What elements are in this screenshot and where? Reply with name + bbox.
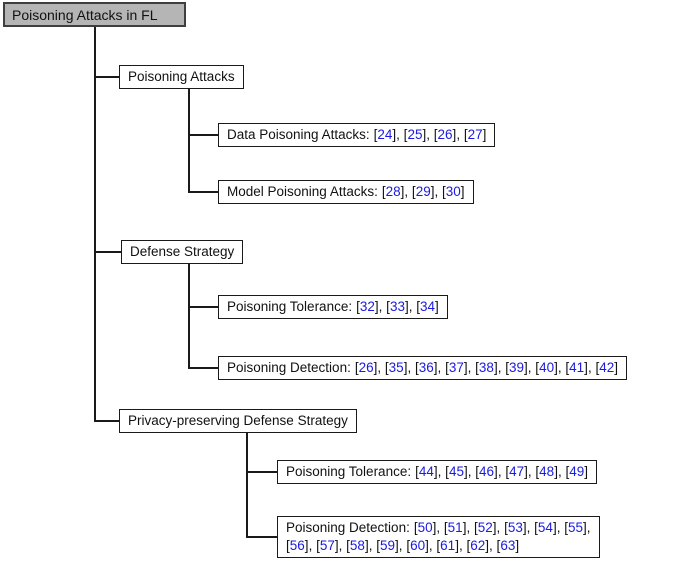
citation-ref[interactable]: 24 bbox=[377, 127, 393, 142]
citation-ref[interactable]: 58 bbox=[349, 538, 365, 553]
connector-tick-poisoning-tolerance-2 bbox=[246, 471, 277, 473]
branch-node-privacy-preserving-defense-strategy: Privacy-preserving Defense Strategy bbox=[119, 409, 357, 433]
connector-trunk bbox=[94, 27, 96, 422]
citation-ref[interactable]: 45 bbox=[448, 464, 464, 479]
connector-tick-poisoning-detection-1 bbox=[188, 367, 218, 369]
branch-label: Defense Strategy bbox=[130, 244, 235, 259]
root-node-poisoning-attacks-in-fl: Poisoning Attacks in FL bbox=[3, 2, 186, 27]
citation-ref[interactable]: 38 bbox=[478, 360, 494, 375]
citation-ref[interactable]: 48 bbox=[539, 464, 555, 479]
connector-tick-privacy-preserving bbox=[94, 420, 119, 422]
citation-ref[interactable]: 26 bbox=[358, 360, 374, 375]
citation-list: [50], [51], [52], [53], [54], [55], [56]… bbox=[286, 520, 591, 553]
connector-tick-data-poisoning bbox=[188, 134, 218, 136]
citation-ref[interactable]: 28 bbox=[385, 184, 401, 199]
root-label: Poisoning Attacks in FL bbox=[12, 7, 158, 23]
citation-list: [24], [25], [26], [27] bbox=[373, 127, 487, 142]
citation-ref[interactable]: 59 bbox=[380, 538, 396, 553]
citation-ref[interactable]: 33 bbox=[389, 299, 405, 314]
citation-ref[interactable]: 51 bbox=[447, 520, 463, 535]
connector-stem-poisoning-attacks bbox=[188, 88, 190, 193]
citation-list: [28], [29], [30] bbox=[381, 184, 465, 199]
leaf-label: Model Poisoning Attacks: bbox=[227, 184, 378, 199]
citation-ref[interactable]: 39 bbox=[508, 360, 525, 375]
citation-ref[interactable]: 57 bbox=[319, 538, 335, 553]
branch-node-poisoning-attacks: Poisoning Attacks bbox=[119, 65, 244, 89]
branch-node-defense-strategy: Defense Strategy bbox=[121, 240, 244, 264]
leaf-label: Poisoning Tolerance: bbox=[227, 299, 353, 314]
citation-ref[interactable]: 47 bbox=[509, 464, 525, 479]
citation-ref[interactable]: 26 bbox=[437, 127, 453, 142]
connector-tick-poisoning-detection-2 bbox=[246, 536, 277, 538]
citation-ref[interactable]: 60 bbox=[410, 538, 426, 553]
connector-tick-model-poisoning bbox=[188, 191, 218, 193]
citation-ref[interactable]: 55 bbox=[567, 520, 584, 535]
citation-ref[interactable]: 32 bbox=[359, 299, 375, 314]
citation-ref[interactable]: 27 bbox=[467, 127, 483, 142]
citation-ref[interactable]: 37 bbox=[448, 360, 464, 375]
citation-ref[interactable]: 30 bbox=[445, 184, 461, 199]
connector-tick-poisoning-attacks bbox=[94, 76, 120, 78]
leaf-node-poisoning-detection-defense: Poisoning Detection:[26], [35], [36], [3… bbox=[218, 356, 628, 380]
citation-ref[interactable]: 63 bbox=[500, 538, 516, 553]
leaf-label: Poisoning Detection: bbox=[286, 520, 410, 535]
citation-ref[interactable]: 36 bbox=[418, 360, 434, 375]
leaf-node-data-poisoning-attacks: Data Poisoning Attacks:[24], [25], [26],… bbox=[218, 123, 496, 147]
citation-ref[interactable]: 29 bbox=[415, 184, 431, 199]
citation-list: [44], [45], [46], [47], [48], [49] bbox=[415, 464, 589, 479]
connector-tick-defense-strategy bbox=[94, 251, 121, 253]
leaf-node-poisoning-tolerance-privacy: Poisoning Tolerance:[44], [45], [46], [4… bbox=[277, 460, 598, 484]
citation-list: [32], [33], [34] bbox=[356, 299, 439, 314]
citation-ref[interactable]: 46 bbox=[479, 464, 495, 479]
leaf-label: Data Poisoning Attacks: bbox=[227, 127, 370, 142]
leaf-node-poisoning-detection-privacy: Poisoning Detection:[50], [51], [52], [5… bbox=[277, 516, 600, 558]
citation-ref[interactable]: 42 bbox=[599, 360, 615, 375]
connector-tick-poisoning-tolerance-1 bbox=[188, 306, 218, 308]
citation-ref[interactable]: 62 bbox=[470, 538, 486, 553]
citation-ref[interactable]: 40 bbox=[539, 360, 555, 375]
citation-ref[interactable]: 53 bbox=[507, 520, 523, 535]
citation-list: [26], [35], [36], [37], [38], [39], [40]… bbox=[354, 360, 619, 375]
citation-ref[interactable]: 25 bbox=[407, 127, 423, 142]
branch-label: Poisoning Attacks bbox=[128, 69, 235, 84]
citation-ref[interactable]: 35 bbox=[388, 360, 404, 375]
citation-ref[interactable]: 50 bbox=[417, 520, 433, 535]
leaf-node-model-poisoning-attacks: Model Poisoning Attacks:[28], [29], [30] bbox=[218, 180, 474, 204]
citation-ref[interactable]: 41 bbox=[569, 360, 585, 375]
branch-label: Privacy-preserving Defense Strategy bbox=[128, 413, 348, 428]
citation-ref[interactable]: 34 bbox=[420, 299, 436, 314]
citation-ref[interactable]: 54 bbox=[537, 520, 553, 535]
citation-ref[interactable]: 49 bbox=[569, 464, 585, 479]
citation-ref[interactable]: 52 bbox=[477, 520, 493, 535]
connector-stem-defense-strategy bbox=[188, 264, 190, 369]
citation-ref[interactable]: 56 bbox=[289, 538, 305, 553]
leaf-node-poisoning-tolerance-defense: Poisoning Tolerance:[32], [33], [34] bbox=[218, 295, 448, 319]
leaf-label: Poisoning Detection: bbox=[227, 360, 351, 375]
citation-ref[interactable]: 61 bbox=[440, 538, 456, 553]
connector-stem-privacy-preserving bbox=[246, 433, 248, 538]
leaf-label: Poisoning Tolerance: bbox=[286, 464, 412, 479]
citation-ref[interactable]: 44 bbox=[418, 464, 434, 479]
